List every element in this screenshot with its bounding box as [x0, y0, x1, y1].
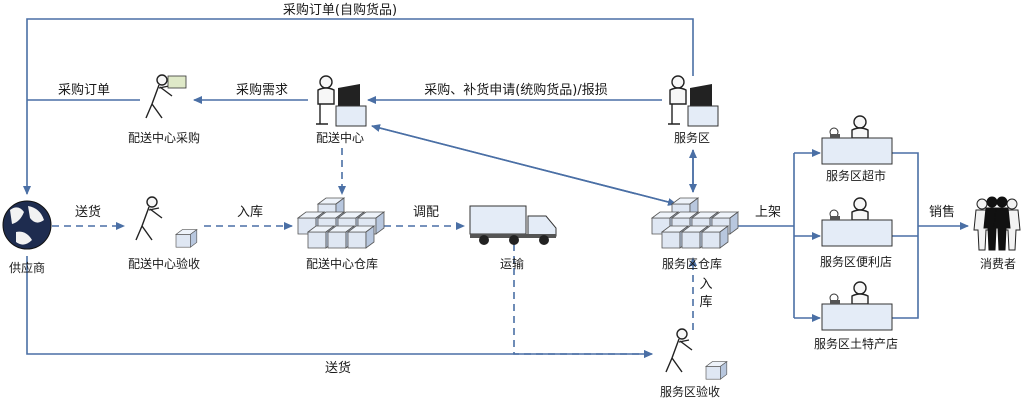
supermarket-icon — [821, 115, 893, 165]
label-consumer: 消费者 — [980, 257, 1016, 271]
sa-inspector-icon — [665, 328, 728, 380]
label-dc-purchase: 配送中心采购 — [128, 130, 200, 145]
label-sa-warehouse: 服务区仓库 — [662, 256, 722, 271]
dc-inspector-icon — [135, 196, 198, 248]
truck-icon — [469, 205, 557, 245]
label-dc-inspect: 配送中心验收 — [128, 256, 200, 271]
purchaser-icon — [145, 74, 187, 119]
dc-clerk-icon — [315, 75, 367, 127]
edge-label-deliver1: 送货 — [75, 204, 101, 220]
edge-label-instock2-b: 库 — [699, 294, 712, 310]
edge-sawh-dc-line — [371, 124, 677, 205]
edge-label-request: 采购、补货申请(统购货品)/报损 — [424, 82, 608, 98]
edge-label-shelve: 上架 — [755, 205, 781, 220]
label-sa: 服务区 — [674, 130, 710, 145]
edge-deliver2-line — [26, 256, 653, 358]
edge-transport-inspect-line — [513, 244, 653, 358]
dc-warehouse-icon — [297, 197, 385, 249]
consumer-group-icon — [973, 196, 1021, 251]
edge-label-allocate: 调配 — [413, 205, 439, 220]
edge-label-order: 采购订单 — [58, 82, 110, 98]
edge-label-sales: 销售 — [929, 204, 955, 220]
label-convenience: 服务区便利店 — [820, 254, 892, 269]
label-dc-warehouse: 配送中心仓库 — [306, 256, 378, 271]
label-supermarket: 服务区超市 — [826, 168, 886, 183]
edge-label-instock2-a: 入 — [699, 277, 712, 292]
label-specialty: 服务区土特产店 — [814, 336, 898, 351]
label-supplier: 供应商 — [9, 260, 45, 275]
globe-icon — [2, 200, 52, 250]
label-dc: 配送中心 — [316, 130, 364, 145]
convenience-store-icon — [821, 197, 893, 247]
sa-warehouse-icon — [651, 197, 739, 249]
label-transport: 运输 — [500, 256, 524, 271]
sa-clerk-icon — [667, 75, 719, 127]
edge-label-instock1: 入库 — [237, 204, 263, 220]
label-sa-inspect: 服务区验收 — [660, 384, 720, 399]
edge-top-order-line — [23, 18, 694, 195]
edge-label-demand: 采购需求 — [236, 82, 288, 98]
edge-label-deliver2: 送货 — [325, 360, 351, 376]
edge-label-top-order: 采购订单(自购货品) — [283, 2, 397, 18]
specialty-store-icon — [821, 281, 893, 331]
